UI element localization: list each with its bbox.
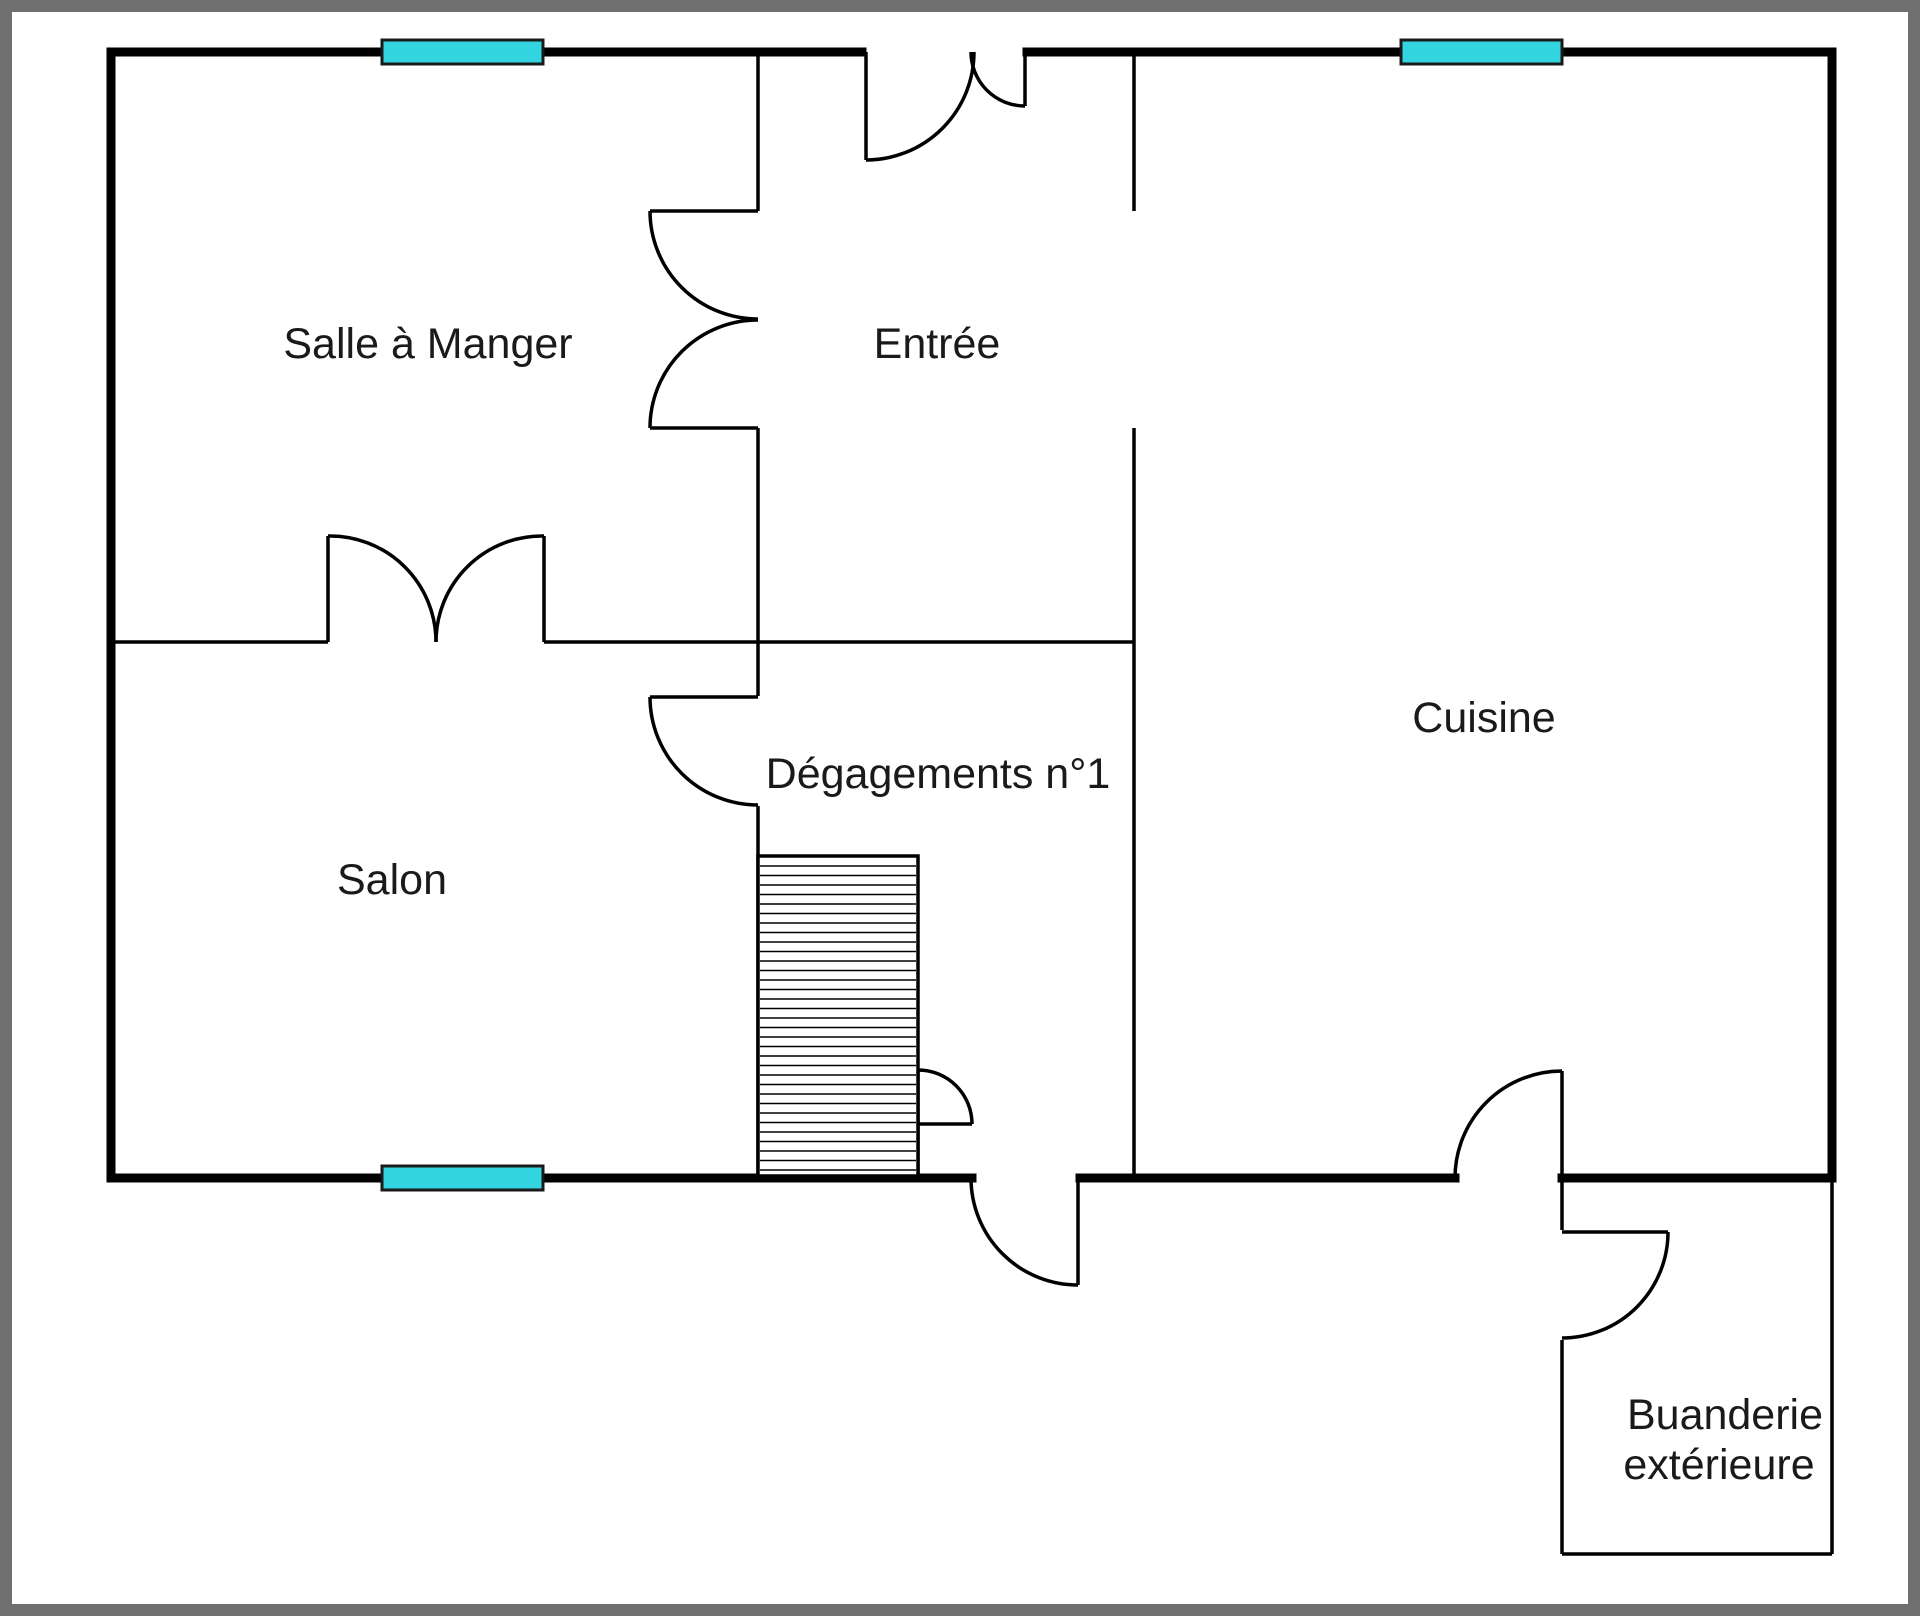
salon-hall-door-icon bbox=[648, 695, 759, 807]
window-top-right-icon bbox=[1399, 38, 1564, 66]
kitchen-door-icon bbox=[1453, 1069, 1564, 1179]
label-buanderie-line2: extérieure bbox=[1623, 1441, 1814, 1489]
window-top-left-icon bbox=[380, 38, 545, 66]
window-bottom-left-icon bbox=[380, 1164, 545, 1192]
staircase-icon bbox=[756, 854, 920, 1178]
label-salle-a-manger: Salle à Manger bbox=[283, 320, 572, 368]
dining-salon-door-icon bbox=[326, 534, 546, 643]
label-cuisine: Cuisine bbox=[1412, 694, 1555, 742]
label-entree: Entrée bbox=[874, 320, 1001, 368]
front-door-icon bbox=[864, 51, 1027, 162]
label-degagements: Dégagements n°1 bbox=[766, 750, 1111, 798]
back-door-icon bbox=[969, 1177, 1080, 1287]
windows bbox=[380, 38, 1564, 1192]
dining-entry-door-icon bbox=[648, 209, 759, 430]
buanderie-door-icon bbox=[1561, 1230, 1670, 1340]
label-salon: Salon bbox=[337, 856, 447, 904]
label-buanderie-line1: Buanderie bbox=[1627, 1391, 1823, 1439]
